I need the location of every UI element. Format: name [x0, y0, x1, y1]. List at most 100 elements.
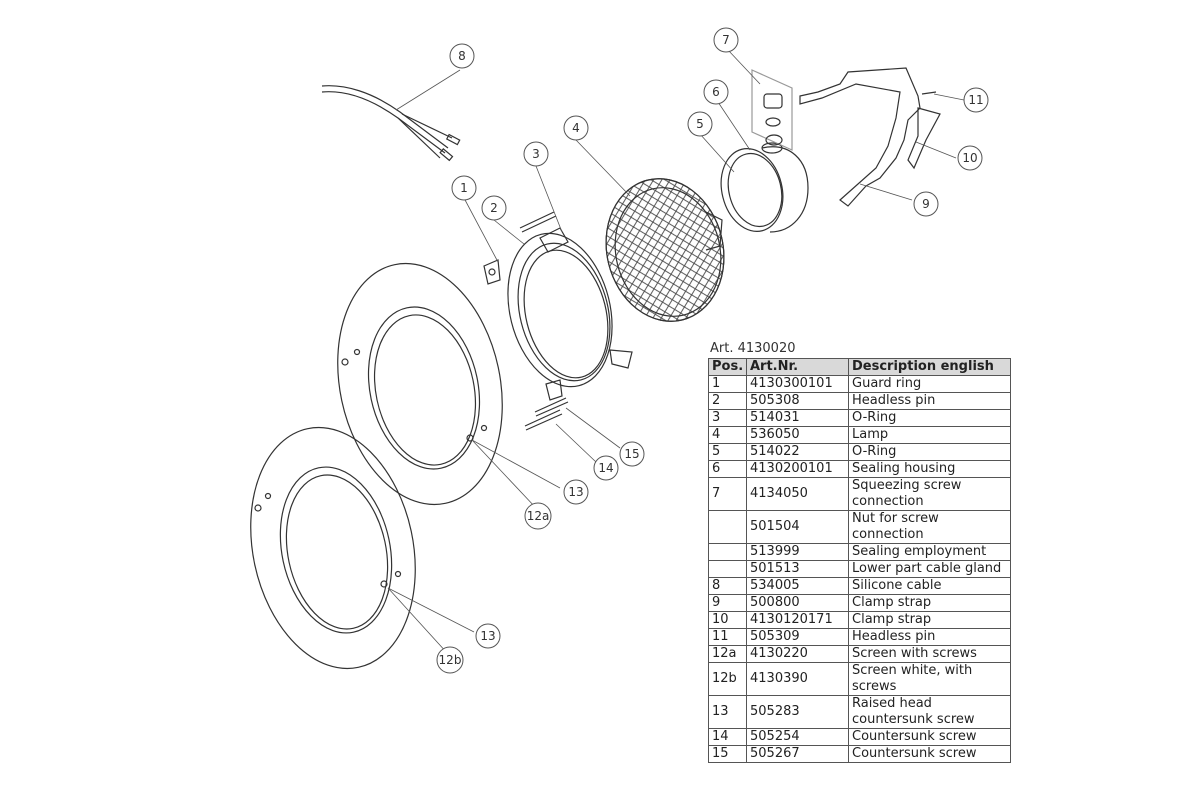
cell-pos: 7	[708, 477, 747, 511]
cell-pos	[708, 543, 747, 561]
callout-4: 4	[572, 121, 580, 135]
cell-pos: 12b	[708, 662, 747, 696]
cell-pos: 10	[708, 611, 747, 629]
cell-art-nr: 501504	[746, 510, 849, 544]
cell-pos: 1	[708, 375, 747, 393]
cell-description: Countersunk screw	[848, 745, 1011, 763]
cell-art-nr: 4130200101	[746, 460, 849, 478]
cell-description: Lamp	[848, 426, 1011, 444]
cell-pos: 15	[708, 745, 747, 763]
cell-art-nr: 514031	[746, 409, 849, 427]
parts-list: Art. 4130020 Pos. Art.Nr. Description en…	[708, 340, 1011, 763]
callout-12a: 12a	[527, 509, 550, 523]
article-number: Art. 4130020	[710, 341, 796, 356]
clamp-strap-part	[799, 67, 941, 207]
cell-pos: 9	[708, 594, 747, 612]
cell-description: Sealing employment	[848, 543, 1011, 561]
table-header-row: Pos. Art.Nr. Description english	[708, 358, 1011, 376]
callout-7: 7	[722, 33, 730, 47]
header-pos: Pos.	[708, 358, 747, 376]
sealing-housing-part	[720, 142, 809, 233]
cell-pos: 3	[708, 409, 747, 427]
cell-description: Sealing housing	[848, 460, 1011, 478]
callout-15: 15	[624, 447, 639, 461]
callout-12b: 12b	[439, 653, 462, 667]
screen-with-screws-part	[337, 262, 503, 506]
cell-description: Silicone cable	[848, 577, 1011, 595]
silicone-cable-part	[321, 85, 461, 162]
cell-pos: 8	[708, 577, 747, 595]
countersunk-screws	[519, 211, 569, 431]
cell-art-nr: 4130120171	[746, 611, 849, 629]
screen-white-part	[250, 426, 416, 670]
callout-6: 6	[712, 85, 720, 99]
cell-description: Guard ring	[848, 375, 1011, 393]
callout-2: 2	[490, 201, 498, 215]
cell-art-nr: 505267	[746, 745, 849, 763]
callout-1: 1	[460, 181, 468, 195]
cell-pos	[708, 560, 747, 578]
cell-art-nr: 500800	[746, 594, 849, 612]
cell-description: Raised head countersunk screw	[848, 695, 1011, 729]
cell-pos: 14	[708, 728, 747, 746]
lamp-part	[605, 178, 725, 322]
cell-pos: 5	[708, 443, 747, 461]
cell-pos: 13	[708, 695, 747, 729]
cell-art-nr: 513999	[746, 543, 849, 561]
cell-description: Countersunk screw	[848, 728, 1011, 746]
cell-description: Clamp strap	[848, 611, 1011, 629]
cell-art-nr: 4134050	[746, 477, 849, 511]
header-art-nr: Art.Nr.	[746, 358, 849, 376]
cell-art-nr: 534005	[746, 577, 849, 595]
screw-connection-part	[751, 69, 793, 151]
cell-art-nr: 4130390	[746, 662, 849, 696]
cell-pos: 11	[708, 628, 747, 646]
callout-11: 11	[968, 93, 983, 107]
cell-description: Squeezing screw connection	[848, 477, 1011, 511]
callout-14: 14	[598, 461, 613, 475]
cell-description: Lower part cable gland	[848, 560, 1011, 578]
callout-5: 5	[696, 117, 704, 131]
cell-art-nr: 4130220	[746, 645, 849, 663]
cell-description: Screen with screws	[848, 645, 1011, 663]
cell-description: Headless pin	[848, 392, 1011, 410]
callout-10: 10	[962, 151, 977, 165]
cell-description: Headless pin	[848, 628, 1011, 646]
guard-ring-part	[483, 227, 633, 401]
cell-description: O-Ring	[848, 409, 1011, 427]
cell-art-nr: 514022	[746, 443, 849, 461]
cell-pos: 6	[708, 460, 747, 478]
cell-pos: 12a	[708, 645, 747, 663]
cell-description: Screen white, with screws	[848, 662, 1011, 696]
cell-description: Clamp strap	[848, 594, 1011, 612]
callout-9: 9	[922, 197, 930, 211]
callout-13-lower: 13	[480, 629, 495, 643]
callout-13-upper: 13	[568, 485, 583, 499]
cell-pos: 4	[708, 426, 747, 444]
cell-art-nr: 501513	[746, 560, 849, 578]
cell-description: O-Ring	[848, 443, 1011, 461]
callout-3: 3	[532, 147, 540, 161]
cell-pos	[708, 510, 747, 544]
cell-art-nr: 505283	[746, 695, 849, 729]
